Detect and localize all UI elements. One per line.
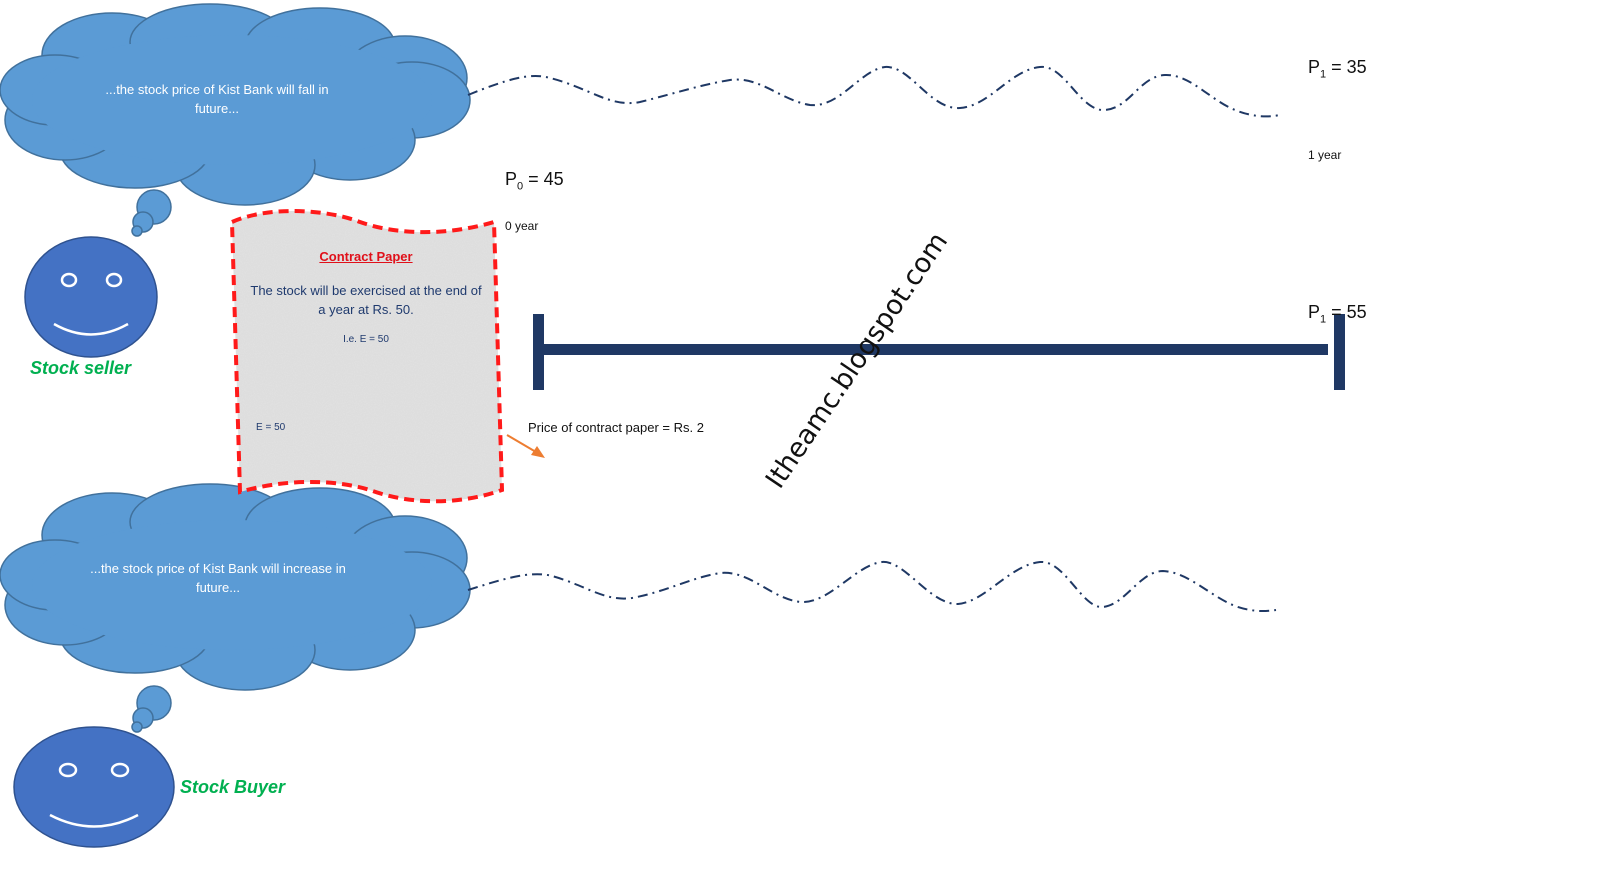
buyer-thought-cloud	[0, 483, 471, 691]
price-note-arrow	[506, 434, 545, 458]
seller-label: Stock seller	[30, 358, 132, 378]
buyer-expectation-wave	[467, 560, 1277, 613]
buyer-thought-bubbles	[131, 685, 172, 733]
timeline-bar	[540, 344, 1328, 355]
contract-e-value: E = 50	[256, 422, 286, 433]
timeline-end-tick	[1334, 314, 1345, 390]
contract-price-note: Price of contract paper = Rs. 2	[528, 420, 704, 435]
buyer-thought-text: ...the stock price of Kist Bank will inc…	[90, 561, 346, 595]
seller-smiley-icon	[24, 236, 158, 358]
end-year-label: 1 year	[1308, 148, 1342, 162]
contract-ie: I.e. E = 50	[343, 334, 389, 345]
start-year-label: 0 year	[505, 219, 539, 233]
seller-thought-text: ...the stock price of Kist Bank will fal…	[105, 82, 329, 116]
price-p1-up: P1 = 55	[1308, 302, 1367, 326]
buyer-label: Stock Buyer	[180, 777, 286, 797]
price-p1-down: P1 = 35	[1308, 57, 1367, 81]
seller-expectation-wave	[467, 65, 1281, 118]
contract-title: Contract Paper	[319, 249, 413, 264]
contract-paper-border	[229, 209, 505, 504]
seller-thought-cloud	[0, 3, 471, 206]
timeline-start-tick	[533, 314, 544, 390]
contract-paper-texture	[232, 211, 502, 502]
buyer-smiley-icon	[13, 726, 175, 848]
contract-body: The stock will be exercised at the end o…	[250, 283, 482, 317]
seller-thought-bubbles	[131, 189, 172, 237]
timeline	[533, 314, 1345, 390]
price-p0: P0 = 45	[505, 169, 564, 193]
